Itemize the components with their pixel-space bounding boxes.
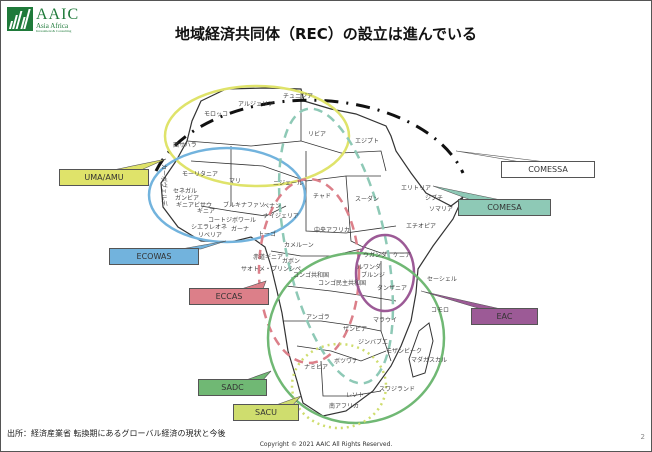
country-borders [186, 91, 411, 397]
country-label: ナイジェリア [263, 213, 299, 220]
country-label: ギニアビサウ [176, 201, 212, 209]
country-label: ガーナ [231, 225, 249, 233]
country-label: 南アフリカ [329, 402, 359, 410]
sacu-label: SACU [233, 404, 299, 421]
country-label: マラウイ [373, 316, 397, 324]
country-label: リビア [308, 130, 326, 138]
country-label: エリトリア [401, 185, 431, 192]
comessa-label: COMESSA [501, 161, 595, 178]
country-label: シエラレオネ [191, 224, 227, 231]
country-label: カーボヴェルデ [160, 164, 168, 206]
country-label: ナミビア [304, 363, 328, 371]
country-labels: チュニジア アルジェリア モロッコ リビア エジプト 西サハラ モーリタニア マ… [160, 93, 457, 410]
logo-tag: Investment & Consulting [36, 29, 72, 33]
country-label: ベナン [263, 203, 281, 210]
country-label: ザンビア [343, 325, 367, 333]
country-label: ブルキナファソ [223, 201, 265, 209]
comessa-outline [154, 98, 465, 174]
country-label: ニジェール [273, 180, 303, 187]
country-label: 中央アフリカ [314, 226, 350, 234]
country-label: トーゴ [258, 230, 276, 238]
logo-name: AAIC [36, 6, 80, 23]
country-label: レソト [346, 392, 364, 399]
country-label: マリ [229, 178, 241, 185]
country-label: アルジェリア [238, 101, 274, 108]
country-label: セーシェル [427, 276, 457, 283]
country-label: ケニア [393, 252, 411, 259]
country-label: チャド [313, 193, 331, 200]
country-label: エジプト [355, 138, 379, 145]
page-number: 2 [640, 433, 645, 441]
country-label: モロッコ [204, 111, 228, 118]
ecowas-label: ECOWAS [109, 248, 199, 265]
madagascar-outline [408, 322, 434, 378]
country-label: 赤道ギニア [253, 253, 283, 261]
country-label: ボツワナ [334, 357, 358, 365]
country-label: サオトメ・プリンシペ [241, 266, 301, 273]
country-label: スーダン [355, 195, 379, 203]
country-label: ルワンダ [357, 263, 381, 271]
logo-mark-icon [7, 7, 33, 31]
country-label: コモロ [431, 307, 449, 314]
eac-label: EAC [471, 308, 538, 325]
copyright: Copyright © 2021 AAIC All Rights Reserve… [259, 441, 393, 448]
page-title: 地域経済共同体（REC）の設立は進んでいる [174, 25, 478, 43]
comesa-label: COMESA [458, 199, 551, 216]
country-label: ガンビア [175, 194, 199, 202]
eccas-circle [257, 177, 361, 365]
country-label: コンゴ共和国 [293, 271, 329, 279]
country-label: ジブチ [425, 194, 443, 202]
country-label: タンザニア [377, 284, 407, 292]
country-label: ソマリア [429, 206, 453, 213]
country-label: スワジランド [379, 386, 415, 393]
source-note: 出所：経済産業省 転換期にあるグローバル経済の現状と今後 [7, 429, 226, 438]
country-label: マダガスカル [411, 356, 447, 364]
country-label: エチオピア [406, 223, 436, 230]
country-label: ブルンジ [361, 271, 385, 279]
country-label: モーリタニア [182, 170, 218, 178]
country-label: アンゴラ [306, 313, 330, 321]
country-label: ギニア [197, 208, 215, 215]
aaic-logo: AAIC Asia Africa Investment & Consulting [7, 7, 79, 34]
country-label: 西サハラ [173, 142, 197, 149]
country-label: ジンバブエ [358, 338, 388, 346]
ecowas-circle [147, 146, 307, 244]
country-label: カメルーン [284, 242, 314, 249]
uma-circle [163, 84, 351, 188]
sadc-circle [266, 251, 446, 425]
country-label: コートジボワール [208, 216, 256, 224]
country-label: セネガル [173, 187, 197, 195]
comesa-pointer [432, 185, 502, 201]
country-label: コンゴ民主共和国 [318, 279, 366, 287]
country-label: ガボン [282, 257, 300, 265]
sadc-label: SADC [198, 379, 267, 396]
country-label: チュニジア [283, 93, 313, 100]
country-label: ウガンダ [363, 251, 387, 259]
eccas-label: ECCAS [189, 288, 269, 305]
country-label: モザンビーク [386, 347, 422, 355]
logo-sub: Asia Africa [36, 22, 69, 30]
country-label: リベリア [198, 232, 222, 239]
uma-amu-label: UMA/AMU [59, 169, 149, 186]
sacu-circle [290, 342, 388, 430]
